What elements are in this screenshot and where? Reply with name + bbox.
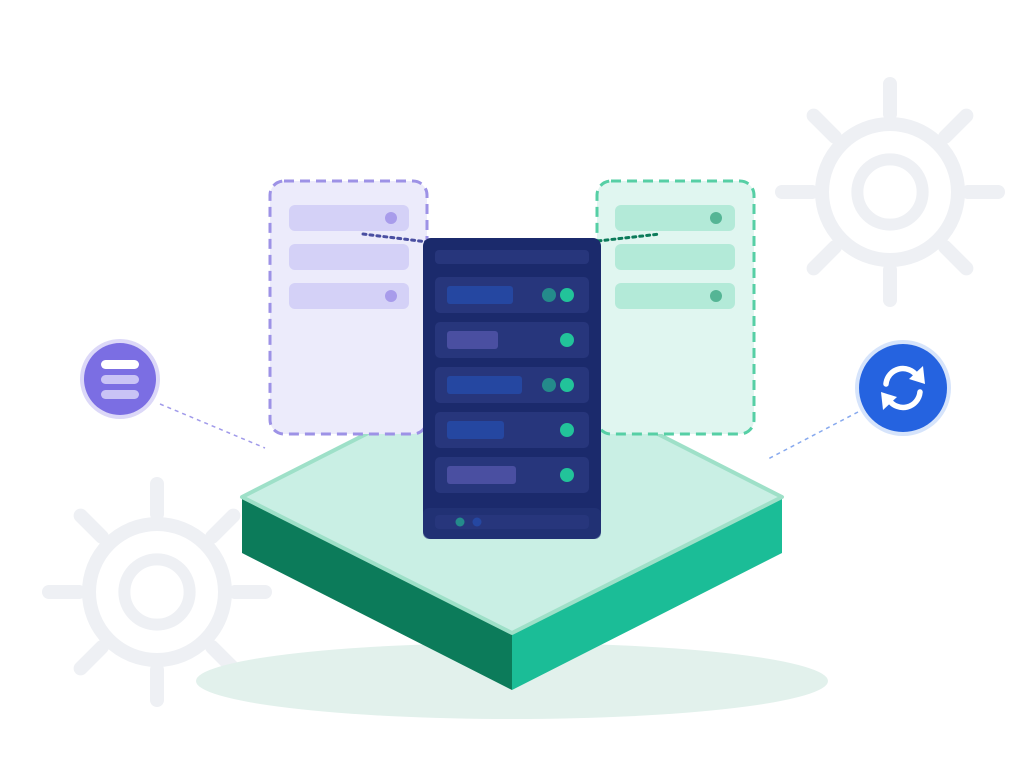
- layer-bar: [101, 390, 139, 399]
- gear-hub: [851, 153, 929, 231]
- sync-card: [595, 179, 756, 436]
- server-row-bar: [447, 376, 522, 394]
- connector-line-right: [767, 411, 859, 460]
- sync-arrowhead: [909, 366, 925, 384]
- server-tower: [423, 238, 601, 539]
- sync-card-row-dot: [710, 212, 722, 224]
- backup-card-row: [289, 283, 409, 309]
- stacked-layers-icon: [80, 339, 160, 419]
- gear-icon: [775, 77, 1005, 307]
- backup-card-row-dot: [385, 290, 397, 302]
- backup-card-row: [289, 244, 409, 270]
- server-row-bar: [447, 421, 504, 439]
- backup-card: [268, 179, 429, 436]
- sync-card-row-dot: [710, 290, 722, 302]
- backup-card-row: [289, 205, 409, 231]
- sync-card-row: [615, 244, 735, 270]
- status-light: [542, 288, 556, 302]
- gear-tooth: [73, 508, 109, 544]
- status-light: [560, 468, 574, 482]
- server-row-bar: [447, 466, 516, 484]
- sync-card-row: [615, 283, 735, 309]
- gear-icon: [42, 477, 272, 707]
- status-light: [472, 517, 482, 527]
- sync-arrows: [883, 365, 923, 411]
- layer-bar: [101, 375, 139, 384]
- platform-right-face: [512, 497, 782, 690]
- sync-icon: [855, 340, 951, 436]
- gear-ring: [815, 117, 965, 267]
- status-light: [542, 378, 556, 392]
- link-line-sync: [596, 232, 662, 243]
- gear-tooth: [73, 640, 109, 676]
- status-light: [560, 378, 574, 392]
- link-line-backup: [361, 232, 430, 244]
- gear-ring: [82, 517, 232, 667]
- server-row-bar: [447, 331, 498, 349]
- server-base-strip: [435, 515, 589, 529]
- status-light: [455, 517, 465, 527]
- sync-card-row: [615, 205, 735, 231]
- gear-tooth: [938, 108, 974, 144]
- gear-hub: [118, 553, 196, 631]
- gear-tooth: [806, 108, 842, 144]
- platform-left-face: [242, 497, 512, 690]
- badge-circle: [859, 344, 947, 432]
- status-light: [560, 423, 574, 437]
- backup-card-row-dot: [385, 212, 397, 224]
- gear-tooth: [205, 508, 241, 544]
- connector-line-left: [159, 403, 266, 449]
- status-light: [560, 288, 574, 302]
- gear-tooth: [938, 240, 974, 276]
- server-top-strip: [435, 250, 589, 264]
- gear-tooth: [806, 240, 842, 276]
- server-row-bar: [447, 286, 513, 304]
- status-light: [560, 333, 574, 347]
- layer-bar: [101, 360, 139, 369]
- sync-arrowhead: [881, 392, 897, 410]
